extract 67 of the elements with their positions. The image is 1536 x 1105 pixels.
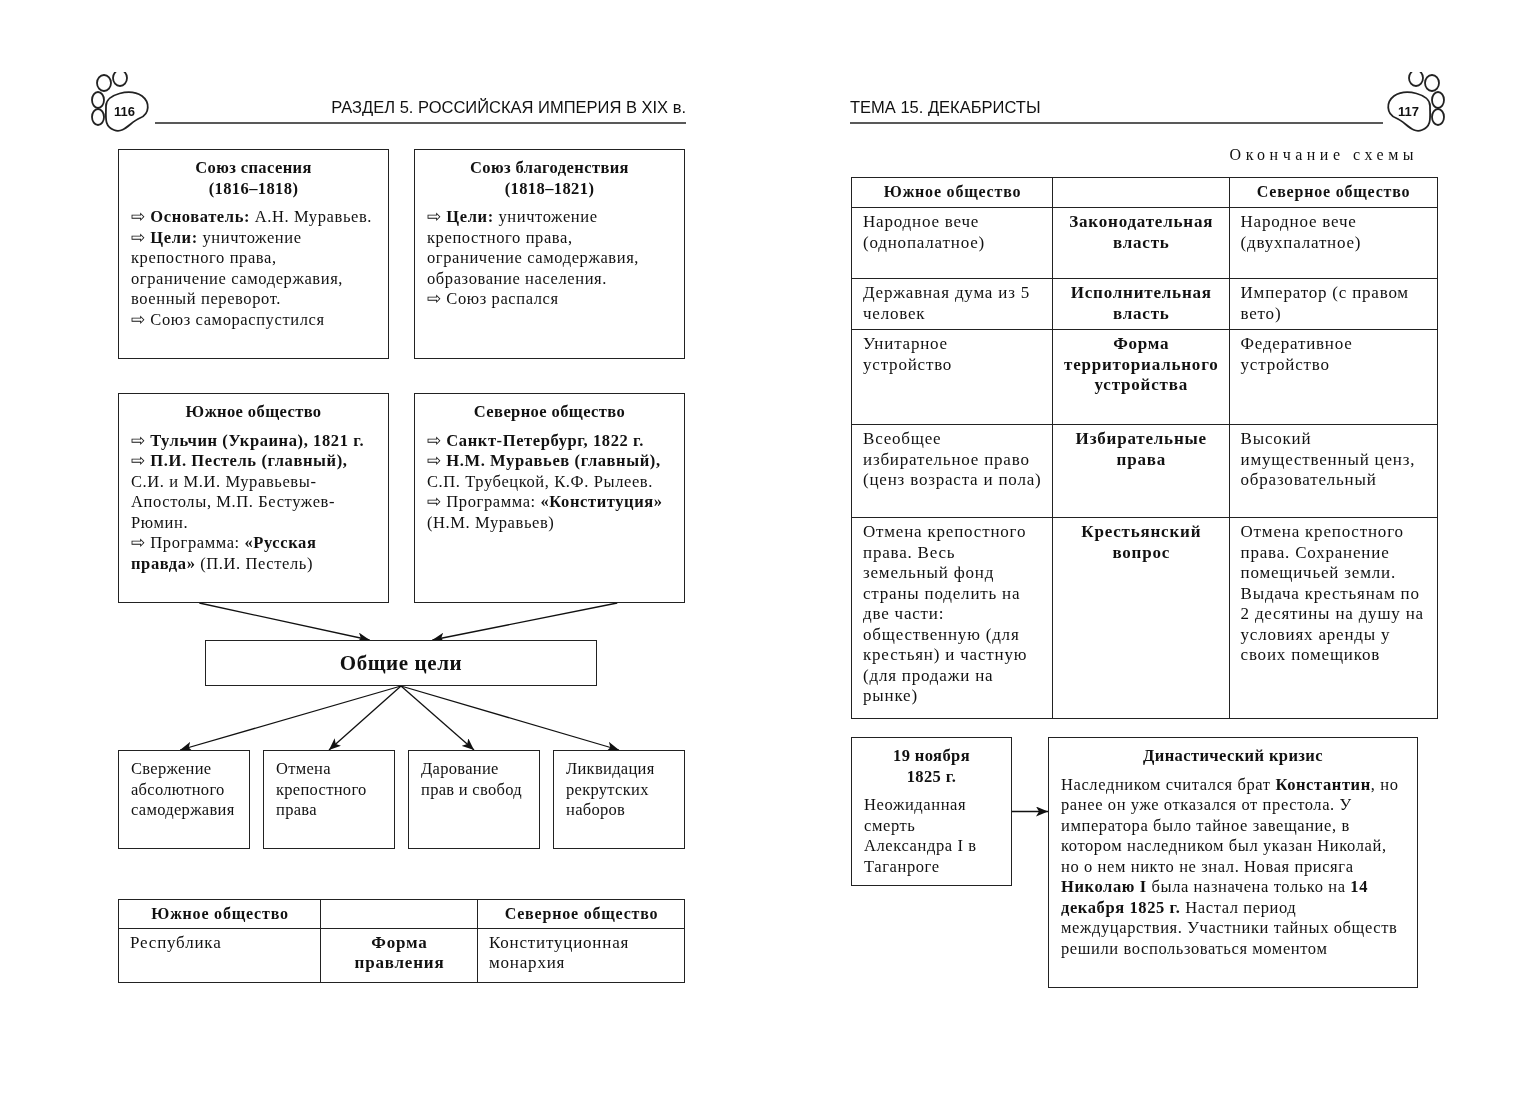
column-heading: Южное общество (851, 177, 1053, 208)
text-box (118, 149, 389, 359)
row-heading: Законодательная власть (1052, 207, 1230, 279)
table-text: Император (с правом вето) (1229, 278, 1438, 330)
row-heading: Форма правления (320, 928, 478, 982)
table-text: Федеративное устройство (1229, 329, 1438, 425)
arrow (1011, 806, 1049, 817)
column-heading: Северное общество (477, 899, 685, 928)
running-header: РАЗДЕЛ 5. РОССИЙСКАЯ ИМПЕРИЯ В XIX в. (331, 98, 686, 117)
text-box (851, 737, 1012, 886)
table-text: Народное вече (двухпалатное) (1229, 207, 1438, 279)
arrow (400, 685, 475, 751)
box-text: ⇨ Основатель: А.Н. Муравьев. (131, 207, 374, 228)
box-text: Дарование прав и свобод (421, 759, 523, 800)
box-text: ⇨ Программа: «Русская правда» (П.И. Пестель) (131, 533, 318, 574)
box-text: ⇨ Союз самораспустился (131, 309, 326, 330)
box-text: ⇨ Цели: уничтожение крепостного права, ограничение самодержавия, образование населения. (427, 207, 641, 289)
box-title: Южное общество (184, 402, 323, 423)
box-text: Наследником считался брат Константин, но ранее он уже отказался от престола. У императора было тайное завещание, в котором наследником был указан Николай, но о нем никто не знал. Новая присяга Николаю I была назначена только на 14 декабря 1825 г. Настал период междуцарствия. Участники тайных обществ решили воспользоваться моментом (1061, 774, 1400, 959)
table-text: Державная дума из 5 человек (851, 278, 1053, 330)
box-title: 19 ноября 1825 г. (892, 746, 971, 787)
arrow (179, 685, 402, 752)
running-header: ТЕМА 15. ДЕКАБРИСТЫ (850, 98, 1041, 117)
box-title: Северное общество (472, 402, 627, 423)
text-box (553, 750, 685, 849)
box-text: ⇨ П.И. Пестель (главный), С.И. и М.И. Муравьевы-Апостолы, М.П. Бестужев-Рюмин. (131, 451, 349, 533)
row-heading: Форма территориального устройства (1052, 329, 1230, 425)
arrow (400, 685, 620, 752)
box-title: Союз спасения (1816–1818) (194, 158, 313, 199)
box-text: ⇨ Санкт-Петербург, 1822 г. (427, 430, 646, 451)
table-text: Отмена крепостного права. Весь земельный фонд страны поделить на две части: общественную (для крестьян) и частную (для продажи на рынке) (851, 517, 1053, 719)
box-text: ⇨ Цели: уничтожение крепостного права, ограничение самодержавия, военный переворот. (131, 227, 345, 310)
box-text: Отмена крепостного права (276, 759, 368, 821)
row-heading: Крестьянский вопрос (1052, 517, 1230, 719)
page-number: 117 (1398, 104, 1419, 119)
table-text: Народное вече (однопалатное) (851, 207, 1053, 279)
box-text: ⇨ Тульчин (Украина), 1821 г. (131, 430, 366, 451)
page-number: 116 (114, 104, 135, 119)
box-text: Неожиданная смерть Александра I в Таганроге (864, 795, 978, 877)
row-heading: Исполнительная власть (1052, 278, 1230, 330)
table-text: Унитарное устройство (851, 329, 1053, 425)
row-heading: Избирательные права (1052, 424, 1230, 518)
box-text: ⇨ Союз распался (427, 289, 560, 310)
box-text: ⇨ Н.М. Муравьев (главный), С.П. Трубецкой, К.Ф. Рылеев. (427, 451, 662, 492)
box-title: Общие цели (339, 650, 463, 676)
text-box (118, 393, 389, 603)
text-box (118, 750, 250, 849)
table-text: Отмена крепостного права. Сохранение помещичьей земли. Выдача крестьянам по 2 десятины на душу на условиях аренды у своих помещиков (1229, 517, 1438, 719)
box-title: Династический кризис (1142, 746, 1324, 767)
table-text: Конституционная монархия (477, 928, 685, 982)
arrow (328, 685, 402, 751)
text-box (414, 393, 685, 603)
text-box (414, 149, 685, 359)
box-text: Ликвидация рекрутских наборов (566, 759, 656, 821)
heading-box (205, 640, 597, 686)
table-text: Всеобщее избирательное право (ценз возраста и пола) (851, 424, 1053, 518)
box-text: ⇨ Программа: «Конституция» (Н.М. Муравьев) (427, 492, 664, 533)
text-box (1048, 737, 1418, 988)
text-box (263, 750, 395, 849)
box-title: Союз благоденствия (1818–1821) (469, 158, 630, 199)
table-text: Высокий имущественный ценз, образовательный (1229, 424, 1438, 518)
table-text: Республика (118, 928, 321, 982)
table-caption: Окончание схемы (1229, 146, 1418, 164)
text-box (408, 750, 540, 849)
box-text: Свержение абсолютного самодержавия (131, 759, 236, 821)
column-heading: Южное общество (118, 899, 321, 928)
column-heading: Северное общество (1229, 177, 1438, 208)
